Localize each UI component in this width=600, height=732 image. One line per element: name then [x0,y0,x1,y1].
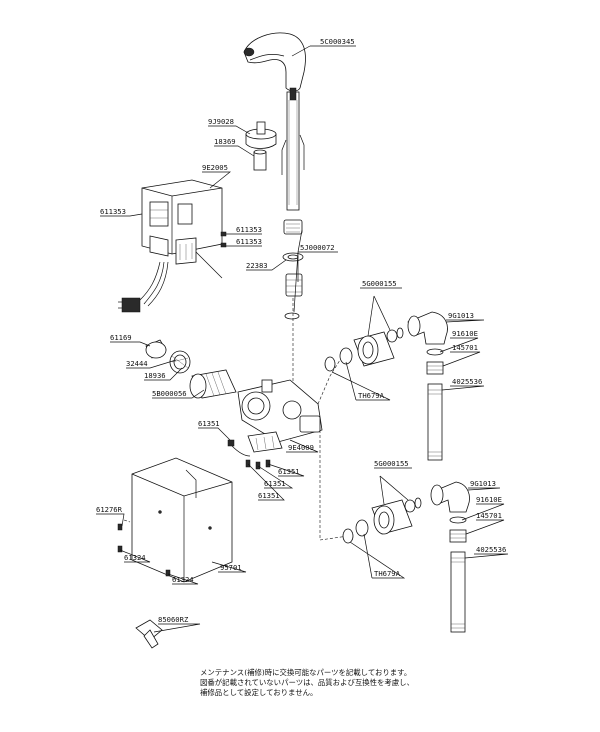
label-cover-screw-c: 61324 [172,575,194,584]
label-screw-right-b: 611353 [236,237,262,246]
label-upper-pipe: 4025536 [452,377,482,386]
label-cap-part: 61169 [110,333,132,342]
part-labels: 5C000345 9J9028 18369 9E2005 611353 6113… [96,37,506,624]
label-upper-gasket: 91610E [452,329,478,338]
upper-check-valve-drawing [324,327,404,372]
label-screw-left: 611353 [100,207,126,216]
label-upper-union: TH679A [358,391,385,400]
label-upper-check-set: 5G000155 [362,279,397,288]
label-screw-b3: 61351 [258,491,280,500]
label-cover-screw: 61276R [96,505,123,514]
key-drawing [135,619,163,649]
label-aerator: 18369 [214,137,236,146]
lower-check-valve-drawing [342,497,422,544]
label-small-screw: 61351 [198,419,220,428]
label-lower-elbow: 9G1013 [470,479,496,488]
label-screw-b1: 61351 [278,467,300,476]
label-cover-screw-b: 61324 [124,553,146,562]
label-lower-pipe: 4025536 [476,545,506,554]
lower-connection-line [319,430,349,541]
spout-drawing [243,32,306,211]
label-valve-unit: 9E4009 [288,443,314,452]
label-filter-ring: 32444 [126,359,148,368]
lever-part-drawing [245,121,277,149]
label-upper-nut: 145701 [452,343,478,352]
label-washer-nut: 22383 [246,261,268,270]
label-cartridge: 5B000056 [152,389,187,398]
upper-elbow-pipe-drawing [407,311,448,461]
maintenance-note: メンテナンス(補修)時に交換可能なパーツを記載しております。 図番が記載されてい… [200,668,530,698]
label-filter-body: 18936 [144,371,166,380]
note-line-1: メンテナンス(補修)時に交換可能なパーツを記載しております。 [200,668,412,677]
cover-box-drawing [117,457,233,583]
label-fitting-set: 5J000072 [300,243,335,252]
label-screw-b2: 61351 [264,479,286,488]
note-line-3: 補修品として設定しておりません。 [200,688,318,697]
label-lower-union: TH679A [374,569,401,578]
label-lower-nut: 145701 [476,511,502,520]
valve-unit-drawing [227,379,323,470]
lower-elbow-pipe-drawing [430,481,470,633]
label-lower-gasket: 91610E [476,495,502,504]
note-line-2: 図番が記載されていないパーツは、品質および互換性を考慮し、 [200,678,414,687]
label-screw-right-a: 611353 [236,225,262,234]
label-control-box: 9E2005 [202,163,228,172]
label-spout: 5C000345 [320,37,355,46]
leader-lines [96,45,509,633]
label-lever-part: 9J9028 [208,117,234,126]
control-box-drawing [118,179,227,313]
label-cover: 95701 [220,563,242,572]
label-upper-elbow: 9G1013 [448,311,474,320]
upper-connection-line [317,359,341,405]
cap-filter-drawing [145,339,191,374]
cartridge-drawing [189,369,237,399]
label-key: 85060RZ [158,615,189,624]
label-lower-check-set: 5G000155 [374,459,409,468]
aerator-drawing [253,149,267,171]
fitting-stack-drawing [282,219,304,400]
